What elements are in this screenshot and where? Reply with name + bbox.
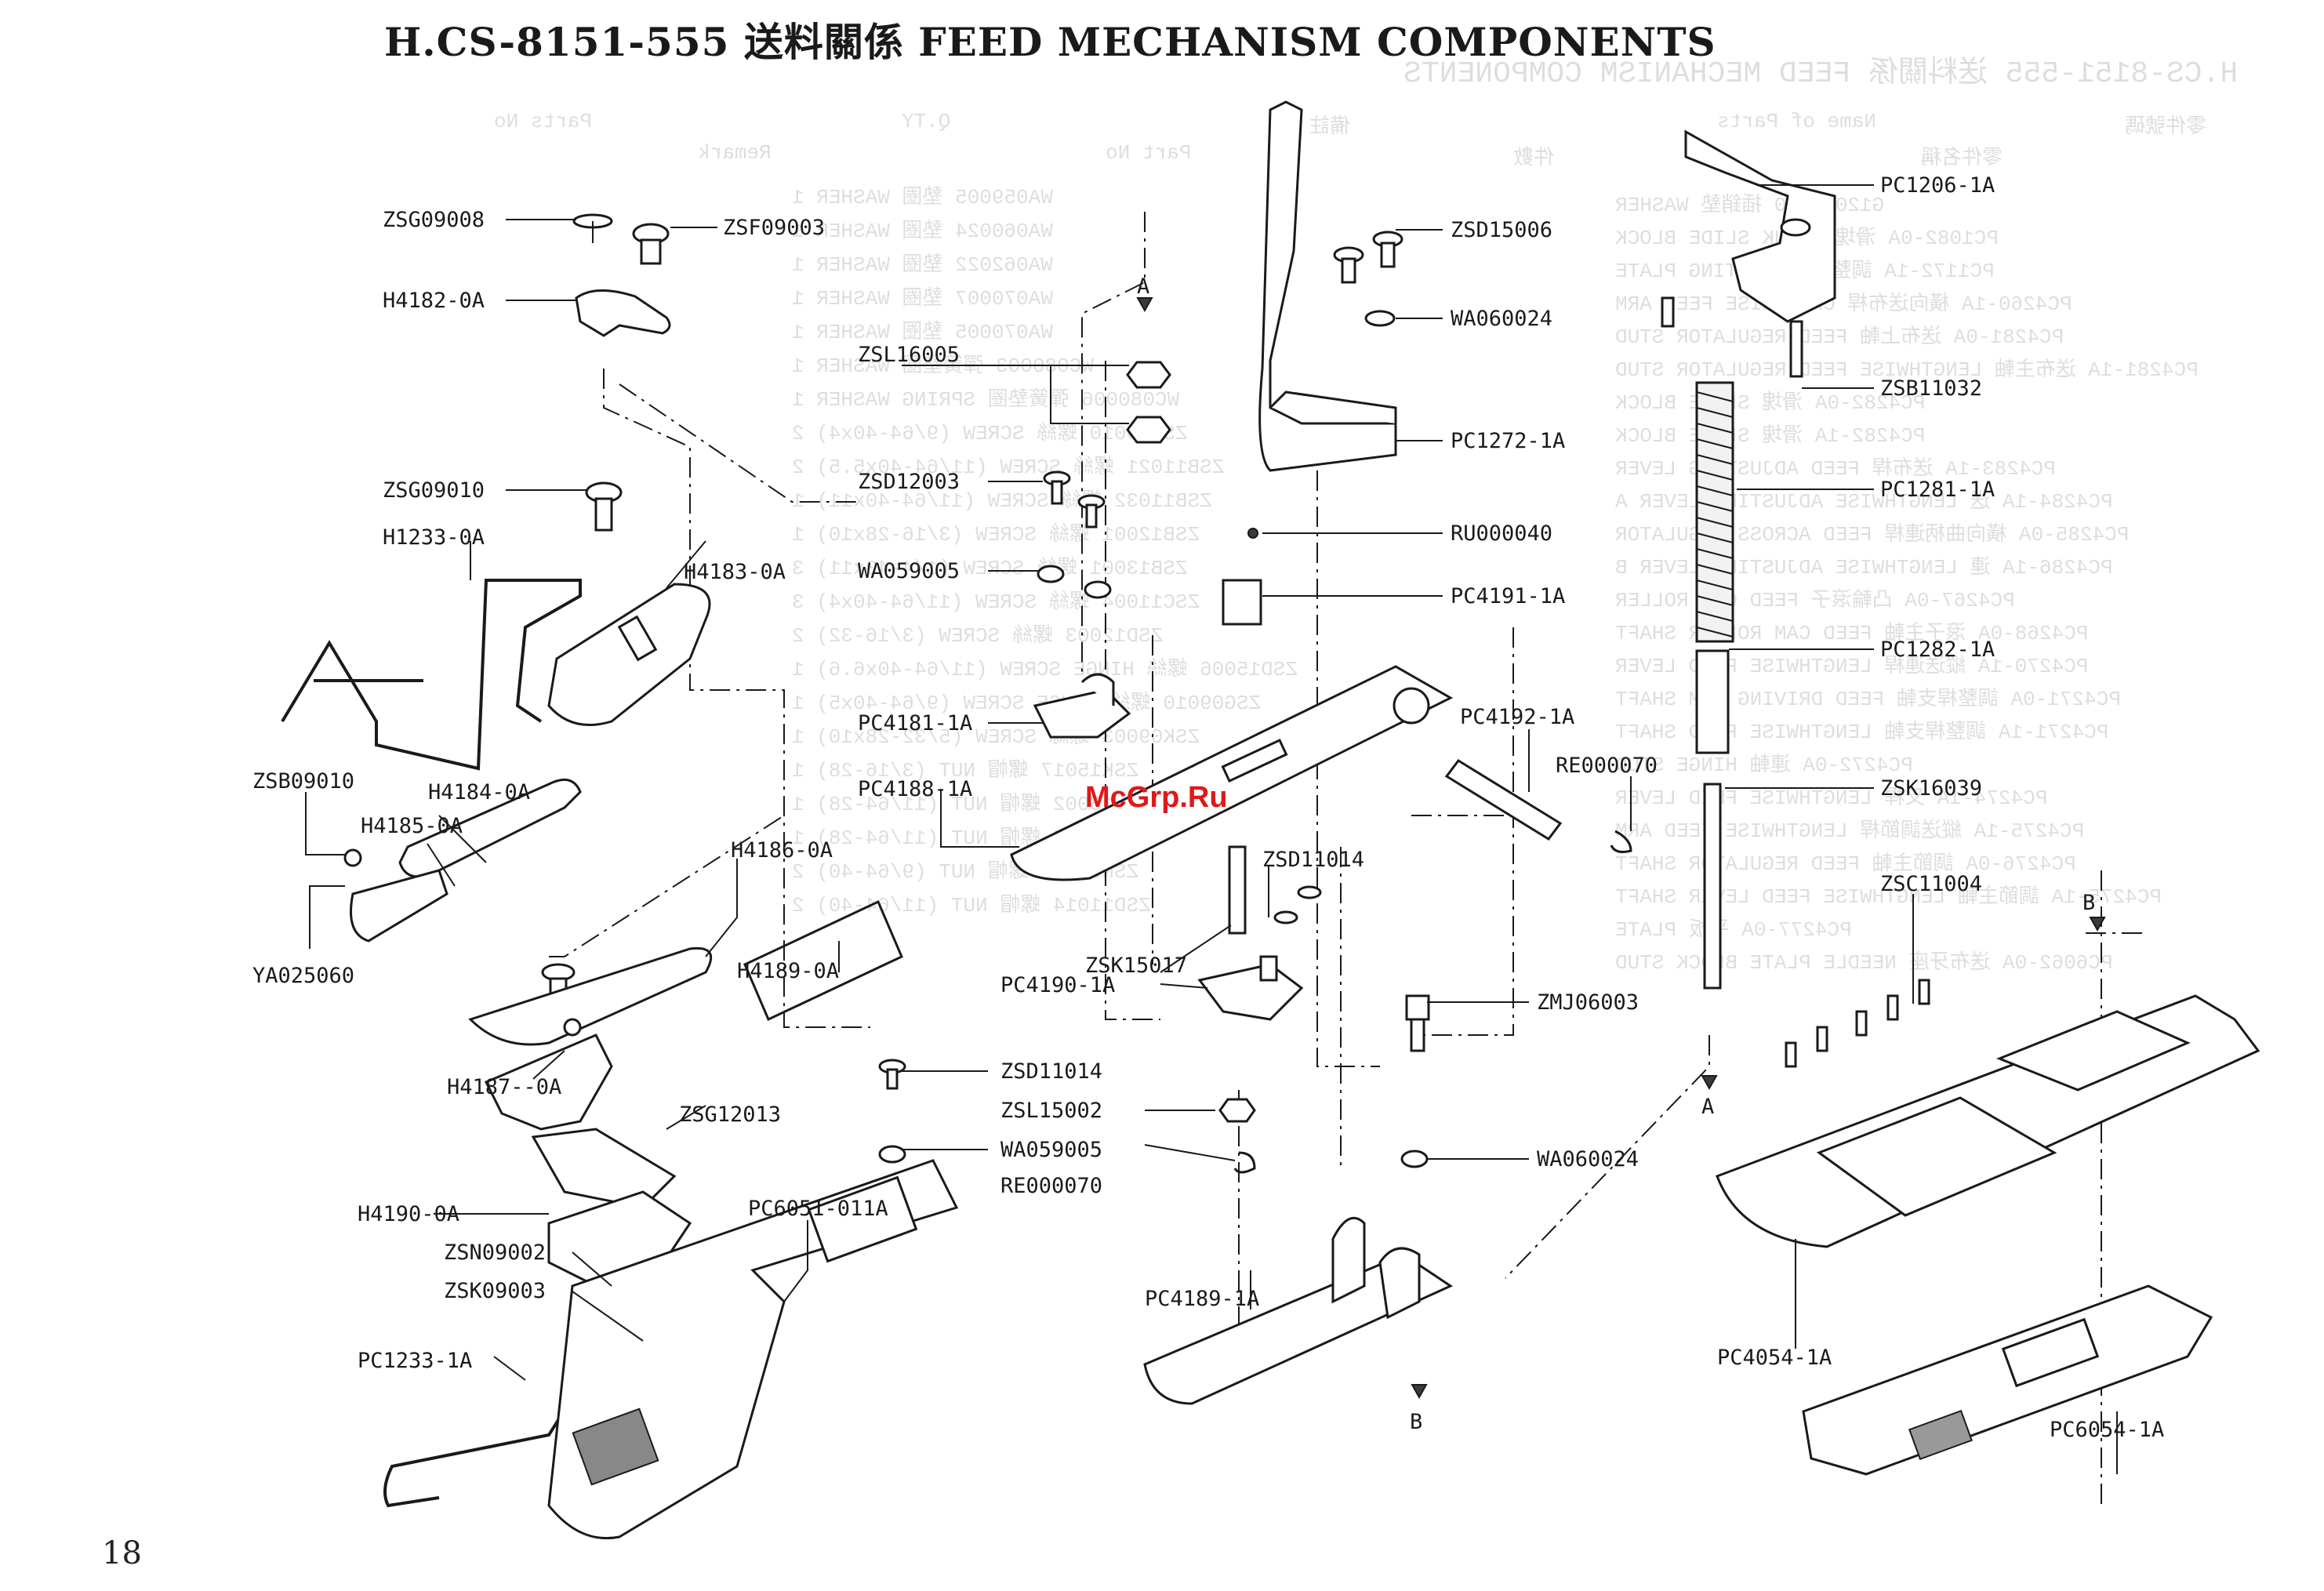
callout-ZSG09008: ZSG09008: [383, 208, 485, 232]
callout-ZMJ06003: ZMJ06003: [1537, 990, 1639, 1015]
callout-RE000070-b: RE000070: [1000, 1174, 1102, 1198]
callout-PC4054-1A: PC4054-1A: [1717, 1346, 1832, 1370]
marker-A-bottom: A: [1701, 1095, 1714, 1119]
coil-spring: [1695, 381, 1734, 643]
callout-H4185-0A: H4185-0A: [361, 814, 463, 838]
callout-ZSL16005: ZSL16005: [858, 343, 960, 367]
callout-WA060024-a: WA060024: [1451, 307, 1552, 331]
callout-H4184-0A: H4184-0A: [428, 780, 530, 805]
callout-ZSL15002: ZSL15002: [1000, 1099, 1102, 1123]
callout-ZSK09003: ZSK09003: [444, 1279, 546, 1303]
watermark: McGrp.Ru: [1085, 781, 1228, 814]
callout-ZSG12013: ZSG12013: [679, 1102, 781, 1127]
callout-H1233-0A: H1233-0A: [383, 525, 485, 550]
callout-PC4181-1A: PC4181-1A: [858, 711, 972, 736]
page-number: 18: [102, 1535, 142, 1571]
callout-ZSB11032: ZSB11032: [1880, 376, 1982, 401]
screws-zsd12003: [1043, 470, 1106, 529]
callout-ZSD15006: ZSD15006: [1451, 218, 1552, 242]
callout-PC6051-011A: PC6051-011A: [748, 1197, 888, 1221]
callout-PC4192-1A: PC4192-1A: [1460, 705, 1574, 729]
callout-PC1282-1A: PC1282-1A: [1880, 637, 1995, 662]
callout-WA060024-b: WA060024: [1537, 1147, 1639, 1171]
callout-ZSF09003: ZSF09003: [723, 216, 825, 240]
callout-ZSB09010: ZSB09010: [252, 769, 354, 794]
callout-H4183-0A: H4183-0A: [684, 560, 786, 584]
callout-ZSD11014-b: ZSD11014: [1000, 1059, 1102, 1084]
callout-ZSD12003: ZSD12003: [858, 470, 960, 494]
callout-YA025060: YA025060: [252, 964, 354, 988]
callout-ZSK15017: ZSK15017: [1085, 954, 1187, 978]
callout-H4190-0A: H4190-0A: [358, 1202, 459, 1226]
callout-PC4190-1A: PC4190-1A: [1000, 973, 1115, 997]
callout-PC1281-1A: PC1281-1A: [1880, 478, 1995, 502]
callout-WA059005-a: WA059005: [858, 559, 960, 583]
callout-ZSC11004: ZSC11004: [1880, 872, 1982, 896]
callout-H4187-0A: H4187--0A: [447, 1075, 561, 1099]
marker-B-right: B: [2083, 891, 2095, 915]
marker-B-bottom: B: [1410, 1410, 1422, 1434]
callout-WA059005-b: WA059005: [1000, 1138, 1102, 1162]
marker-A-top: A: [1137, 274, 1149, 299]
callout-RE000070-a: RE000070: [1556, 754, 1658, 778]
parts-artwork: [281, 100, 2260, 1540]
screw-zsg09008: [572, 213, 613, 243]
callout-H4182-0A: H4182-0A: [383, 289, 485, 313]
callout-ZSG09010: ZSG09010: [383, 478, 485, 503]
callout-RU000040: RU000040: [1451, 521, 1552, 546]
callout-PC1233-1A: PC1233-1A: [358, 1349, 472, 1373]
callout-PC4191-1A: PC4191-1A: [1451, 584, 1565, 608]
callout-ZSN09002: ZSN09002: [444, 1240, 546, 1265]
page-title: H.CS-8151-555 送料關係 FEED MECHANISM COMPON…: [384, 19, 1716, 65]
callout-H4189-0A: H4189-0A: [737, 959, 839, 983]
assembly-lines: [549, 212, 2148, 1506]
callout-PC6054-1A: PC6054-1A: [2050, 1418, 2164, 1442]
callout-labels: ZSG09008 ZSF09003 H4182-0A ZSG09010 H123…: [252, 173, 2164, 1442]
callout-H4186-0A: H4186-0A: [731, 838, 833, 863]
callout-PC1206-1A: PC1206-1A: [1880, 173, 1995, 198]
callout-PC4189-1A: PC4189-1A: [1145, 1287, 1259, 1311]
callout-ZSD11014-a: ZSD11014: [1262, 848, 1364, 872]
callout-PC1272-1A: PC1272-1A: [1451, 429, 1565, 453]
callout-ZSK16039: ZSK16039: [1880, 776, 1982, 801]
callout-PC4188-1A: PC4188-1A: [858, 777, 972, 801]
leader-lines: [305, 184, 2118, 1474]
screw-zsf09003: [632, 223, 670, 265]
